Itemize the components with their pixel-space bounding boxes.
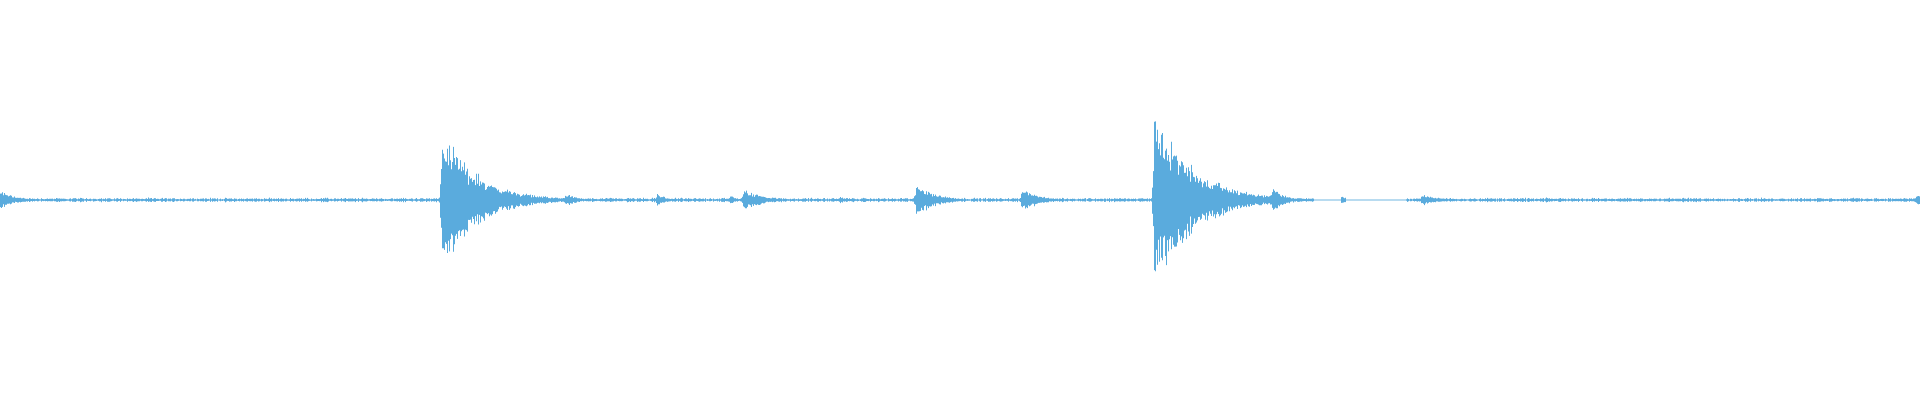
waveform-signal bbox=[0, 121, 1920, 272]
